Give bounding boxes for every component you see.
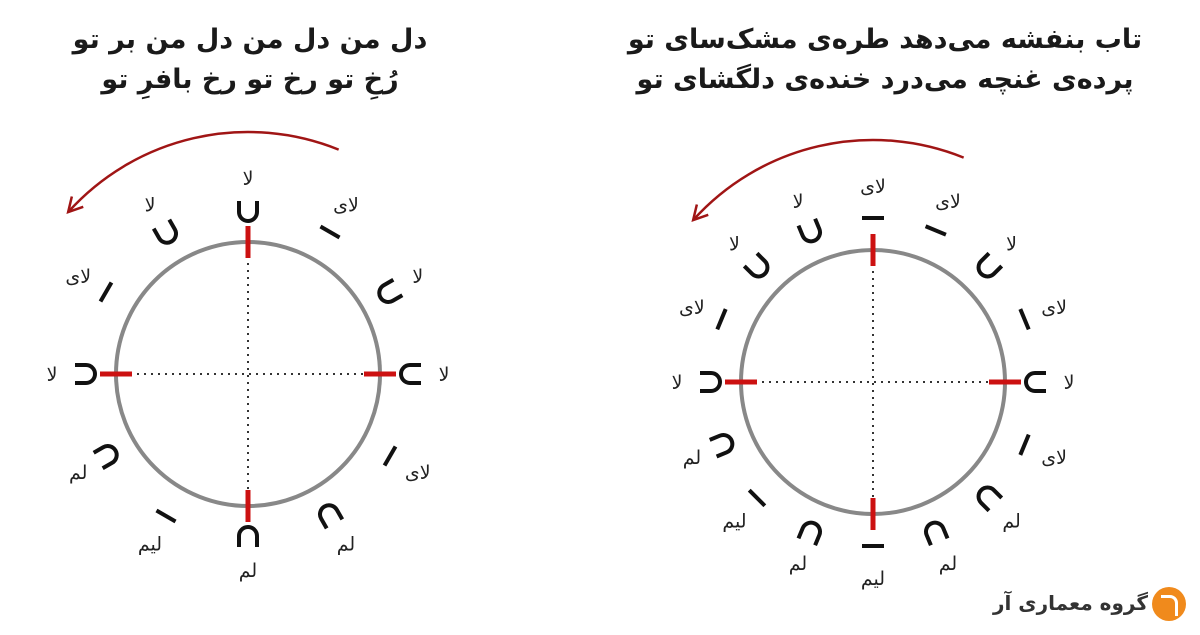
short-syllable-mark xyxy=(976,251,1004,279)
short-syllable-mark xyxy=(75,363,97,385)
long-syllable-mark xyxy=(1018,308,1031,331)
meter-circle-left: لا لای لا لا لای لم لم لیم لم لا لای لا xyxy=(47,130,450,582)
short-syllable-mark xyxy=(399,363,421,385)
syllable-label: لا xyxy=(412,266,423,288)
short-syllable-mark xyxy=(92,444,119,471)
syllable-label: لم xyxy=(683,447,701,469)
short-syllable-mark xyxy=(237,201,259,223)
syllable-label: لم xyxy=(1002,511,1020,533)
verse-line-1: دل من دل من دل من بر تو xyxy=(72,24,428,55)
short-syllable-mark xyxy=(796,217,822,244)
long-syllable-mark xyxy=(747,488,767,508)
short-syllable-mark xyxy=(742,251,770,279)
brand-logo-icon xyxy=(1152,587,1186,621)
syllable-label: لم xyxy=(337,534,355,556)
syllable-label: لا xyxy=(243,168,254,190)
verse-line-1: تاب بنفشه می‌دهد طره‌ی مشک‌سای تو xyxy=(627,24,1143,55)
long-syllable-mark xyxy=(319,224,341,240)
syllable-label: لای xyxy=(1041,297,1067,319)
direction-arrowhead xyxy=(691,204,709,223)
syllable-label: لای xyxy=(1041,447,1067,469)
syllable-label: لا xyxy=(1064,372,1075,394)
syllable-label: لای xyxy=(405,462,431,484)
poem-verse-right: تاب بنفشه می‌دهد طره‌ی مشک‌سای تو پرده‌ی… xyxy=(595,20,1175,100)
syllable-label: لیم xyxy=(861,568,885,590)
long-syllable-mark xyxy=(155,508,177,524)
syllable-label: لم xyxy=(939,553,957,575)
long-syllable-mark xyxy=(924,224,947,237)
syllable-label: لای xyxy=(935,191,961,213)
syllable-label: لا xyxy=(145,194,156,216)
short-syllable-mark xyxy=(708,433,735,459)
long-syllable-mark xyxy=(1018,433,1031,456)
syllable-label: لا xyxy=(1006,233,1017,255)
poem-verse-left: دل من دل من دل من بر تو رُخِ تو رخ تو رخ… xyxy=(40,20,460,100)
syllable-label: لیم xyxy=(722,511,746,533)
syllable-label: لیم xyxy=(138,534,162,556)
direction-arrow xyxy=(692,138,965,221)
long-syllable-mark xyxy=(382,445,398,467)
short-syllable-mark xyxy=(318,503,345,530)
short-syllable-mark xyxy=(237,525,259,547)
long-syllable-mark xyxy=(715,308,728,331)
syllable-label: لم xyxy=(789,553,807,575)
syllable-label: لا xyxy=(439,364,450,386)
short-syllable-mark xyxy=(1024,371,1046,393)
short-syllable-mark xyxy=(700,371,722,393)
direction-arrow xyxy=(67,130,340,213)
short-syllable-mark xyxy=(796,520,822,547)
short-syllable-mark xyxy=(976,485,1004,513)
short-syllable-mark xyxy=(924,520,950,547)
brand-logo-text: گروه معماری آر xyxy=(992,591,1148,615)
syllable-label: لای xyxy=(333,194,359,216)
meter-circle-right: لای لای لا لای لا لای لم لم لیم لم لیم لم لا لای لا لا xyxy=(672,138,1075,590)
direction-arrowhead xyxy=(66,196,84,215)
syllable-label: لا xyxy=(793,191,804,213)
syllable-label: لای xyxy=(679,297,705,319)
syllable-label: لم xyxy=(69,462,87,484)
syllable-label: لا xyxy=(47,364,58,386)
syllable-label: لا xyxy=(672,372,683,394)
short-syllable-mark xyxy=(151,218,178,245)
short-syllable-mark xyxy=(377,277,404,304)
long-syllable-mark xyxy=(98,281,114,303)
verse-line-2: رُخِ تو رخ تو رخ بافرِ تو xyxy=(101,64,399,95)
syllable-label: لای xyxy=(860,176,886,198)
syllable-label: لم xyxy=(239,560,257,582)
verse-line-2: پرده‌ی غنچه می‌درد خنده‌ی دلگشای تو xyxy=(636,64,1134,95)
syllable-label: لای xyxy=(65,266,91,288)
syllable-label: لا xyxy=(729,233,740,255)
